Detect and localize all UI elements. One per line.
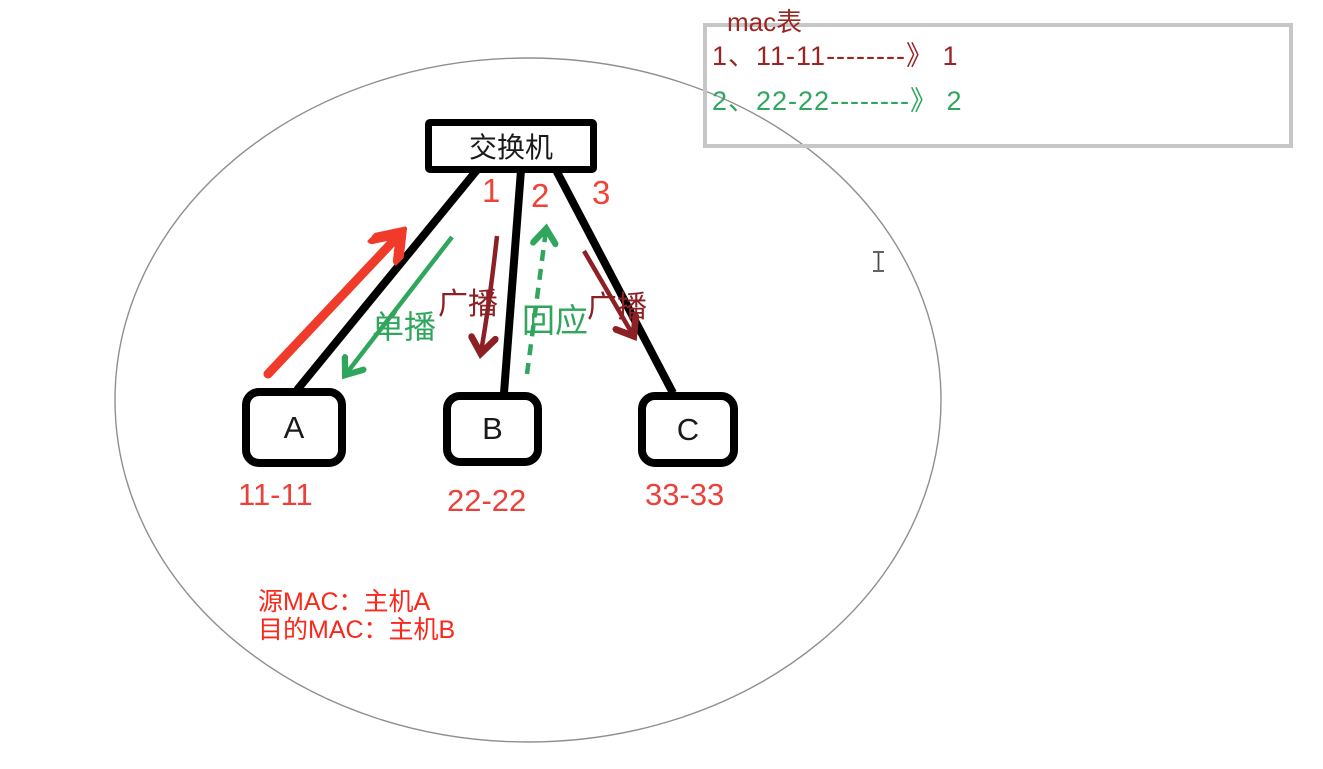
arrow-frame-a-to-switch <box>263 234 400 379</box>
arrow-broadcast-to-b <box>481 235 500 352</box>
mac-table-row-1: 1、11-11--------》 1 <box>712 41 959 71</box>
host-c-label: C <box>676 411 700 447</box>
host-a-label: A <box>283 409 305 445</box>
link-port1-host-a <box>293 167 481 393</box>
switch-label: 交换机 <box>468 132 553 163</box>
response-label: 回应 <box>522 302 588 339</box>
arrow-unicast <box>346 235 454 374</box>
host-c-mac: 33-33 <box>645 477 725 512</box>
arrow-response <box>524 230 546 375</box>
link-port3-host-c <box>552 168 677 395</box>
host-a-mac: 11-11 <box>238 477 313 512</box>
host-b-box: B <box>443 392 542 466</box>
source-mac-note: 源MAC：主机A <box>258 588 431 616</box>
link-port2-host-b <box>500 169 525 394</box>
host-a-box: A <box>242 388 346 467</box>
port-2-label: 2 <box>531 177 550 214</box>
port-1-label: 1 <box>482 172 501 209</box>
dest-mac-note: 目的MAC：主机B <box>258 616 456 644</box>
host-b-mac: 22-22 <box>447 483 527 518</box>
broadcast-left-label: 广播 <box>438 288 498 321</box>
arrow-broadcast-to-c <box>582 249 633 335</box>
mac-table-box <box>703 23 1293 148</box>
host-b-label: B <box>482 411 503 446</box>
network-boundary-ellipse <box>114 57 942 743</box>
port-3-label: 3 <box>592 174 611 211</box>
unicast-label: 单播 <box>372 309 437 345</box>
mac-table-row-2: 2、22-22--------》 2 <box>712 86 963 116</box>
mac-table-title: mac表 <box>727 7 803 37</box>
broadcast-right-label: 广播 <box>587 291 647 324</box>
host-c-box: C <box>638 392 738 467</box>
switch-box: 交换机 <box>425 119 597 173</box>
text-cursor-icon <box>873 251 884 272</box>
